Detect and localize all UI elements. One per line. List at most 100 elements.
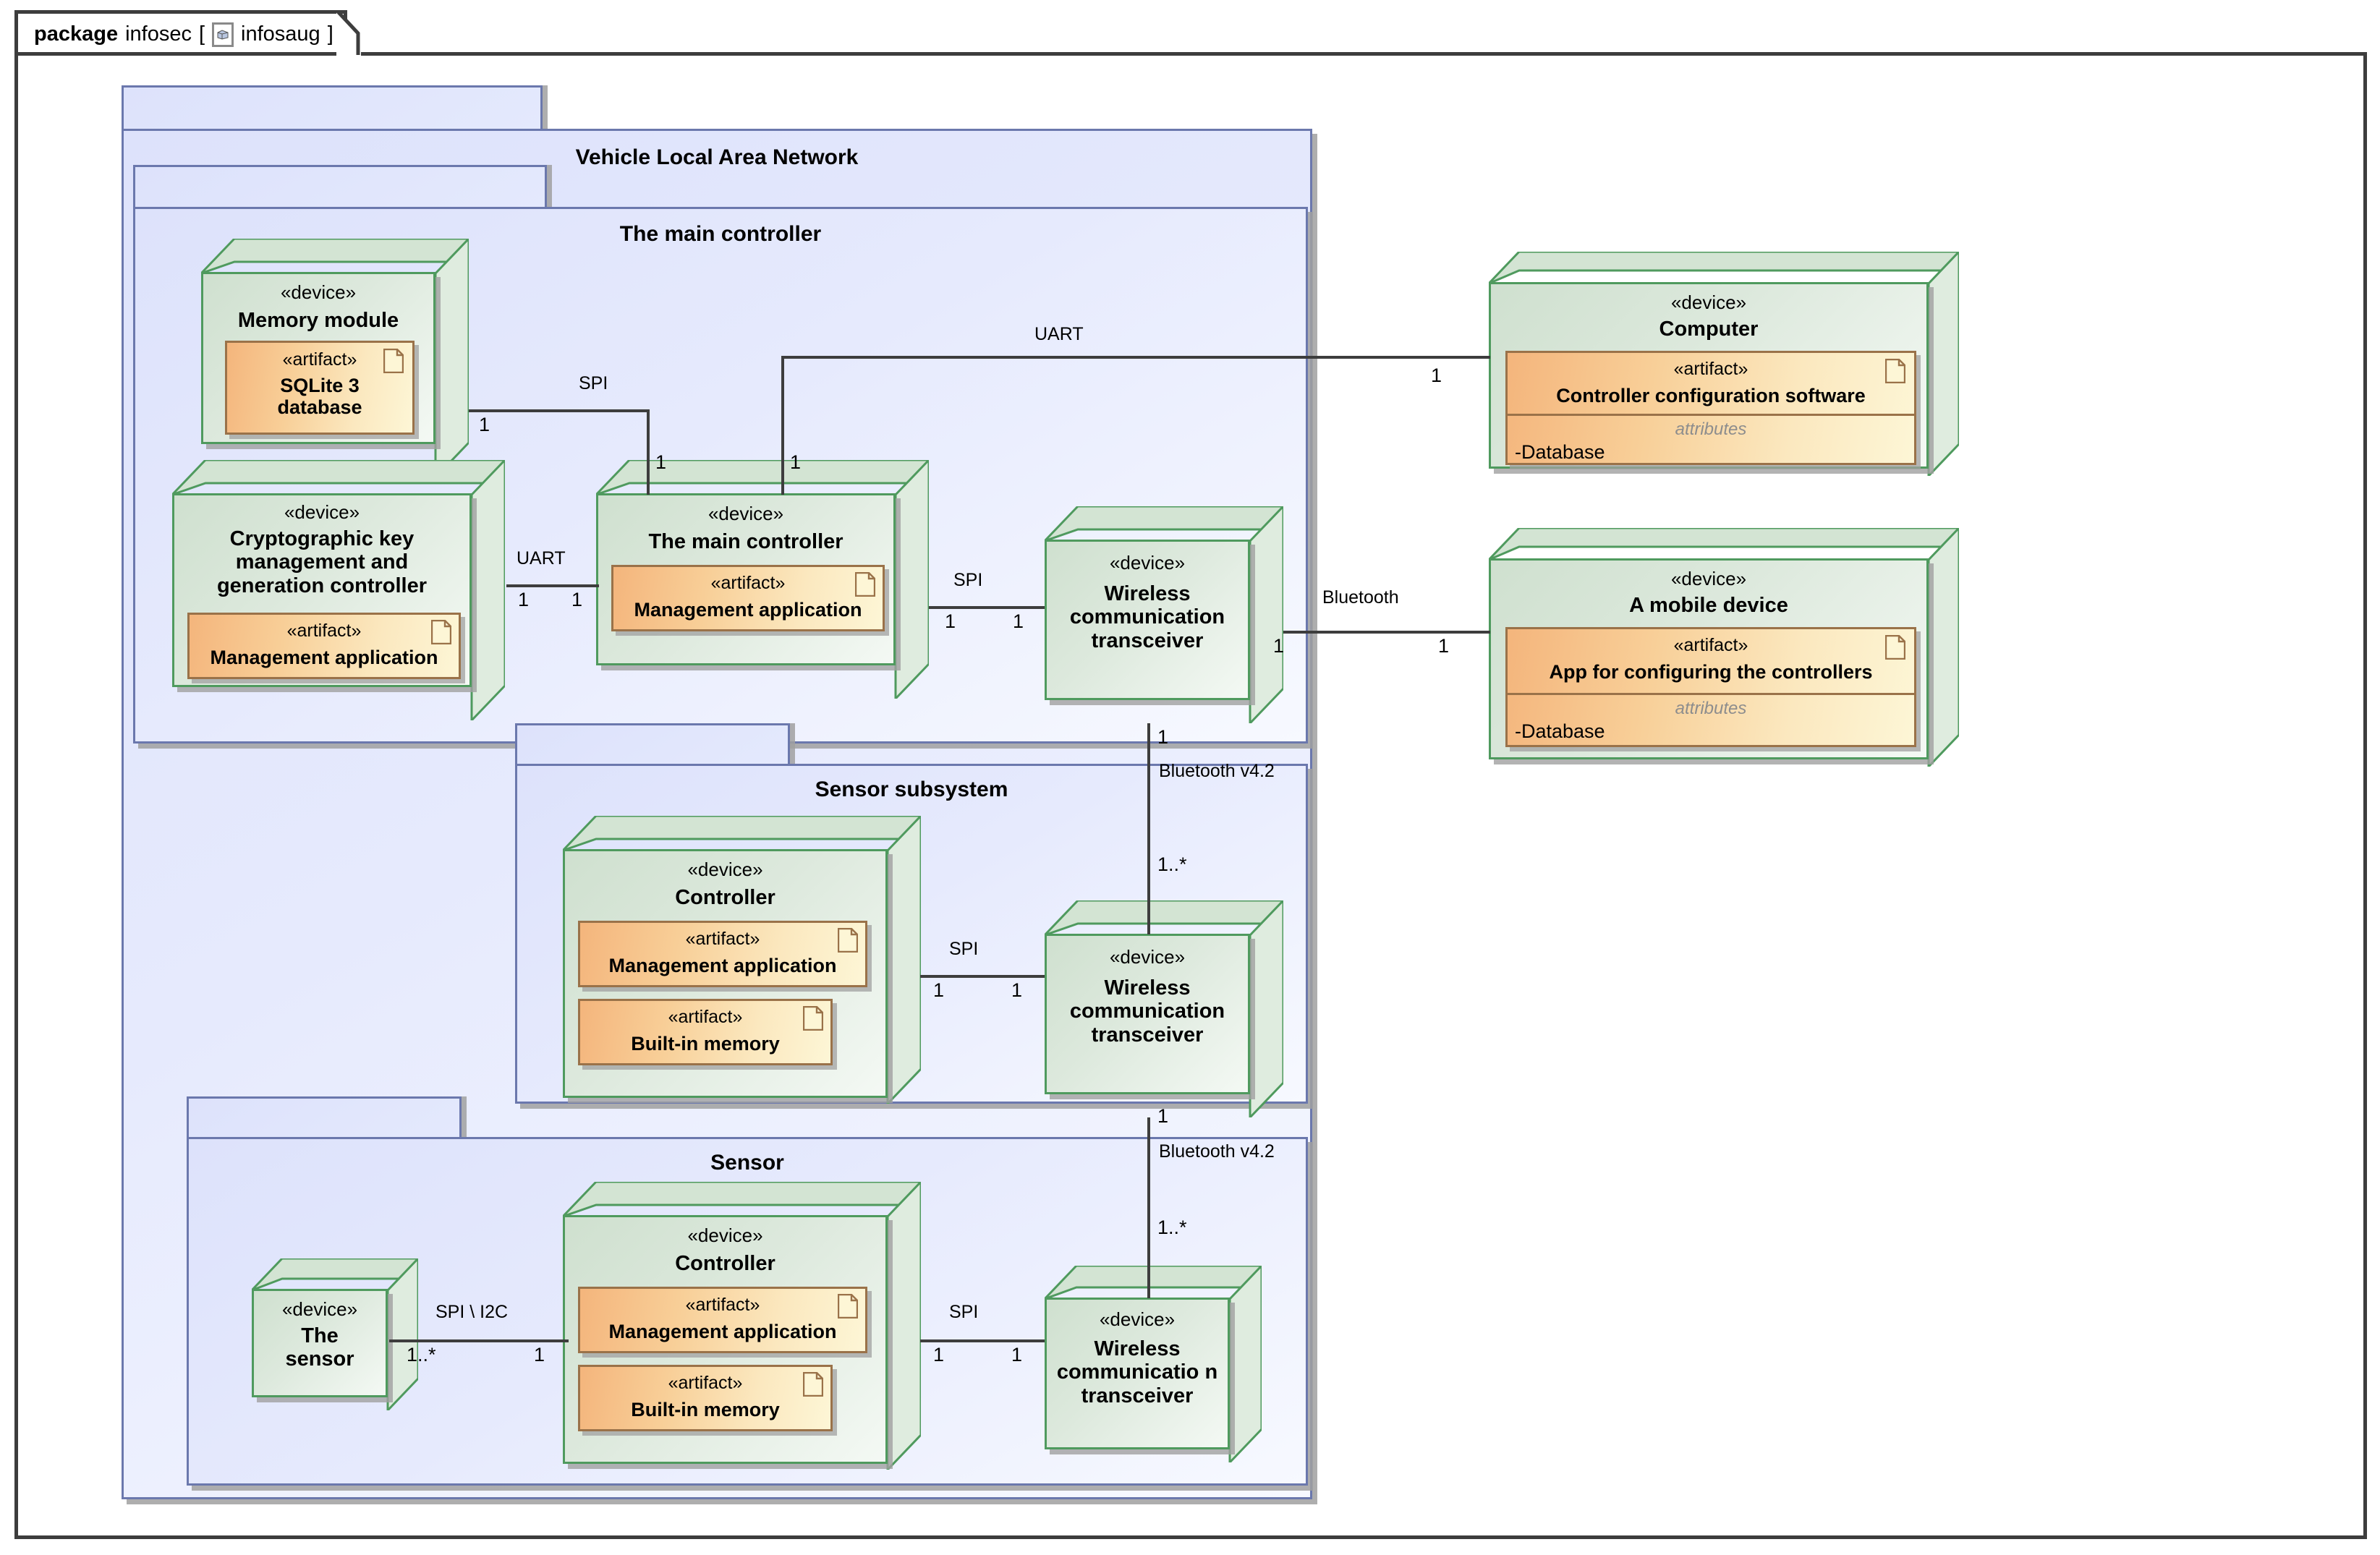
connector-sensor-to-sensorctl-h xyxy=(389,1339,569,1342)
node-3d-top-mobile-device xyxy=(1489,528,1959,767)
node-stereotype-computer: «device» xyxy=(1670,291,1747,313)
node-3d-top-the-sensor xyxy=(252,1258,418,1410)
artifact-controller-configuration-software[interactable]: «artifact» Controller configuration soft… xyxy=(1505,351,1916,465)
artifact-sqlite3-database[interactable]: «artifact» SQLite 3 database xyxy=(225,341,415,435)
connector-label-main-to-transceiver: SPI xyxy=(953,570,983,590)
node-stereotype-transceiver-sensorsub: «device» xyxy=(1109,946,1186,968)
artifact-attribute-row: -Database xyxy=(1515,720,1605,742)
document-icon xyxy=(1885,359,1905,383)
artifact-app-for-configuring-the-controllers[interactable]: «artifact» App for configuring the contr… xyxy=(1505,627,1916,747)
connector-label-memory-to-main: SPI xyxy=(579,373,608,393)
node-name-sensorsub-controller: Controller xyxy=(675,886,775,909)
node-stereotype-sensor-controller: «device» xyxy=(687,1224,763,1246)
node-computer[interactable]: «device» Computer «artifact» Controller … xyxy=(1489,252,1959,476)
node-wireless-transceiver-sensor[interactable]: «device» Wireless communicatio n transce… xyxy=(1045,1266,1262,1462)
artifact-stereotype: «artifact» xyxy=(1673,359,1748,379)
document-icon xyxy=(838,928,858,953)
node-stereotype-sensorsub-controller: «device» xyxy=(687,859,763,880)
artifact-stereotype: «artifact» xyxy=(668,1007,743,1027)
connector-label-sensorctl-to-sensortrans: SPI xyxy=(949,1302,979,1322)
document-icon xyxy=(803,1372,823,1397)
frame-keyword: package xyxy=(34,22,119,46)
artifact-management-application-sensorsub[interactable]: «artifact» Management application xyxy=(578,921,867,987)
artifact-name-built-in-memory: Built-in memory xyxy=(631,1033,780,1055)
artifact-stereotype: «artifact» xyxy=(710,573,786,593)
connector-mult-subtrans-to-sensortrans-from: 1 xyxy=(1157,1105,1169,1127)
node-name-wireless-transceiver-sensor: Wireless communicatio n transceiver xyxy=(1056,1337,1218,1407)
frame-tab-fold-icon xyxy=(336,10,361,56)
document-icon xyxy=(1885,635,1905,660)
node-name-wireless-transceiver-sensorsub: Wireless communication transceiver xyxy=(1069,976,1225,1047)
connector-mult-transceiver-to-mobile-to: 1 xyxy=(1438,635,1450,657)
artifact-stereotype: «artifact» xyxy=(685,1295,760,1315)
artifact-management-application-main[interactable]: «artifact» Management application xyxy=(611,565,885,631)
node-3d-top-sensor-controller xyxy=(563,1182,921,1470)
connector-memory-to-main-v xyxy=(647,409,650,495)
artifact-built-in-memory-sensorsub[interactable]: «artifact» Built-in memory xyxy=(578,999,833,1065)
connector-label-sensor-to-sensorctl: SPI \ I2C xyxy=(435,1302,509,1322)
node-face-transceiver-main: «device» Wireless communication transcei… xyxy=(1045,540,1250,700)
node-face-mobile-device: «device» A mobile device «artifact» App … xyxy=(1489,558,1929,759)
artifact-stereotype: «artifact» xyxy=(282,349,357,370)
node-face-the-main-controller: «device» The main controller «artifact» … xyxy=(596,493,896,665)
frame-diagram-name: infosaug xyxy=(241,22,320,46)
cube-document-icon xyxy=(212,22,234,47)
connector-mult-main-to-computer-to: 1 xyxy=(1431,365,1442,386)
document-icon xyxy=(383,349,404,373)
artifact-built-in-memory-sensor[interactable]: «artifact» Built-in memory xyxy=(578,1365,833,1431)
connector-subtrans-to-sensortrans-v xyxy=(1147,1117,1150,1298)
package-tab-vlan xyxy=(122,85,543,130)
node-the-main-controller[interactable]: «device» The main controller «artifact» … xyxy=(596,460,929,699)
node-stereotype-the-sensor: «device» xyxy=(281,1298,358,1320)
node-wireless-transceiver-main[interactable]: «device» Wireless communication transcei… xyxy=(1045,506,1283,723)
artifact-attribute-row: -Database xyxy=(1515,441,1605,463)
node-stereotype-main-controller: «device» xyxy=(707,503,784,524)
connector-mult-main-to-transceiver-from: 1 xyxy=(945,610,956,632)
artifact-name-built-in-memory: Built-in memory xyxy=(631,1399,780,1420)
connector-label-crypto-to-main: UART xyxy=(517,548,566,568)
node-memory-module[interactable]: «device» Memory module «artifact» SQLite… xyxy=(201,239,469,477)
connector-maintrans-to-subtrans-v xyxy=(1147,723,1150,934)
node-name-crypto-key-controller: Cryptographic key management and generat… xyxy=(216,527,428,597)
artifact-name-management-application: Management application xyxy=(608,955,837,976)
node-sensor-controller[interactable]: «device» Controller «artifact» Managemen… xyxy=(563,1182,921,1470)
node-the-sensor[interactable]: «device» The sensor xyxy=(252,1258,418,1410)
node-face-transceiver-sensorsub: «device» Wireless communication transcei… xyxy=(1045,934,1250,1094)
node-face-sensorsub-controller: «device» Controller «artifact» Managemen… xyxy=(563,849,888,1098)
artifact-name-management-application: Management application xyxy=(608,1321,837,1342)
node-mobile-device[interactable]: «device» A mobile device «artifact» App … xyxy=(1489,528,1959,767)
node-3d-top-sensorsub-controller xyxy=(563,816,921,1104)
node-3d-top-transceiver-main xyxy=(1045,506,1283,723)
node-name-wireless-transceiver-main: Wireless communication transceiver xyxy=(1069,582,1225,652)
artifact-management-application-crypto[interactable]: «artifact» Management application xyxy=(187,613,461,679)
artifact-management-application-sensor[interactable]: «artifact» Management application xyxy=(578,1287,867,1353)
connector-main-to-transceiver-h xyxy=(929,606,1045,609)
node-3d-top-memory-module xyxy=(201,239,469,477)
connector-mult-memory-to-main-to: 1 xyxy=(655,451,667,473)
node-stereotype-crypto: «device» xyxy=(284,501,360,523)
connector-label-transceiver-to-mobile: Bluetooth xyxy=(1322,587,1399,608)
connector-mult-crypto-to-main-from: 1 xyxy=(518,589,530,610)
node-face-crypto-key-controller: «device» Cryptographic key management an… xyxy=(172,493,472,687)
node-crypto-key-controller[interactable]: «device» Cryptographic key management an… xyxy=(172,460,505,720)
node-3d-top-transceiver-sensorsub xyxy=(1045,900,1283,1117)
connector-mult-memory-to-main-from: 1 xyxy=(479,414,490,435)
artifact-name-sqlite3-database: SQLite 3 database xyxy=(277,375,362,419)
document-icon xyxy=(803,1006,823,1031)
node-wireless-transceiver-sensorsub[interactable]: «device» Wireless communication transcei… xyxy=(1045,900,1283,1117)
artifact-stereotype: «artifact» xyxy=(1673,635,1748,655)
frame-package-name: infosec xyxy=(125,22,192,46)
connector-label-maintrans-to-subtrans: Bluetooth v4.2 xyxy=(1159,761,1275,781)
artifact-stereotype: «artifact» xyxy=(668,1373,743,1393)
connector-mult-subctl-to-subtrans-from: 1 xyxy=(933,979,945,1001)
connector-mult-crypto-to-main-to: 1 xyxy=(571,589,583,610)
diagram-frame-tab: package infosec [ infosaug ] xyxy=(14,10,347,55)
node-sensorsub-controller[interactable]: «device» Controller «artifact» Managemen… xyxy=(563,816,921,1104)
connector-mult-main-to-transceiver-to: 1 xyxy=(1013,610,1024,632)
connector-mult-maintrans-to-subtrans-from: 1 xyxy=(1157,726,1169,748)
package-tab-sensor xyxy=(187,1096,462,1138)
artifact-compartment-separator xyxy=(1508,693,1914,695)
node-3d-top-main-controller xyxy=(596,460,929,699)
connector-main-to-computer-h xyxy=(781,356,1490,359)
